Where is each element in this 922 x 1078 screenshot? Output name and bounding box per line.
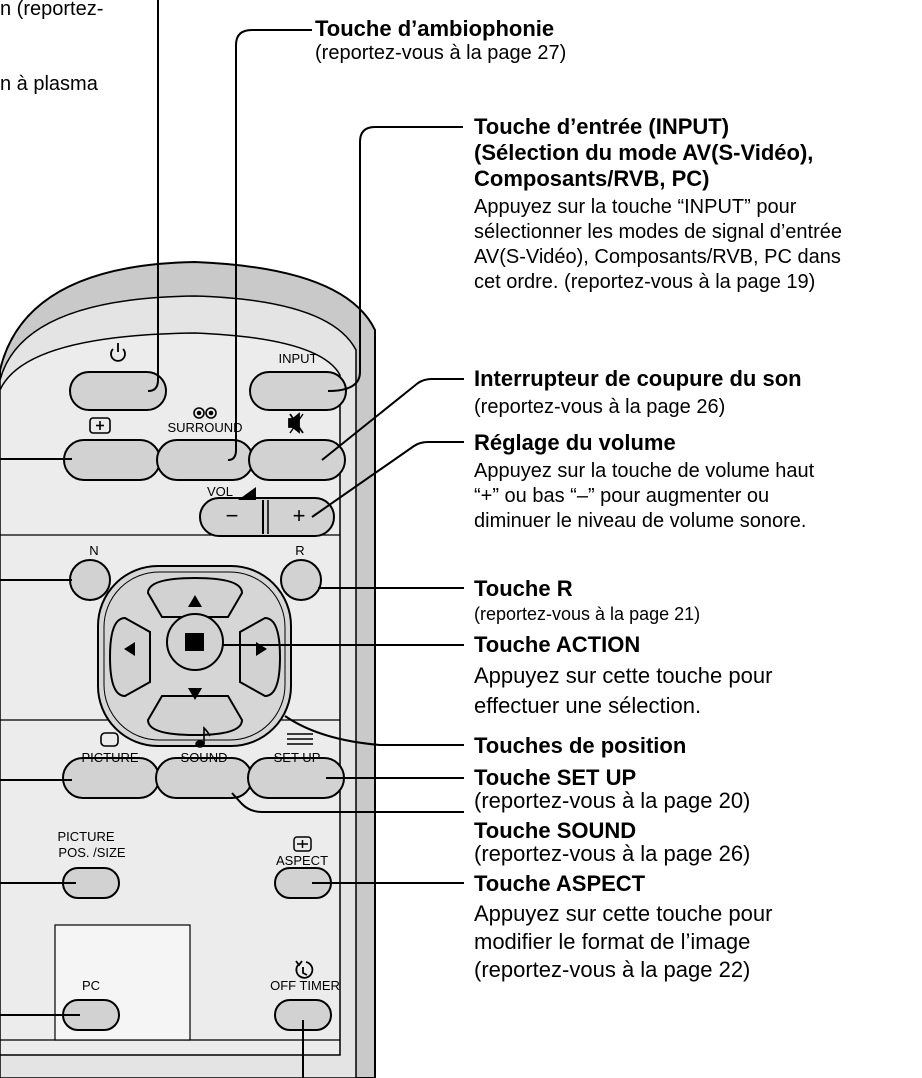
input-button[interactable] [249, 371, 347, 411]
display-icon [89, 417, 111, 434]
timer-icon [295, 960, 314, 979]
leader-input [327, 126, 463, 392]
position-callout-title: Touches de position [474, 733, 687, 758]
mute-callout-title: Interrupteur de coupure du son [474, 366, 802, 391]
aspect-callout-title: Touche ASPECT [474, 871, 646, 896]
dpad-left-button[interactable] [108, 616, 151, 698]
picture-label: PICTURE [81, 750, 139, 765]
aspect-callout-desc-2: modifier le format de l’image [474, 929, 751, 954]
surround-icon [193, 407, 217, 419]
setup-label: SET UP [273, 750, 321, 765]
mute-icon [288, 412, 304, 434]
setup-callout-ref: (reportez-vous à la page 20) [474, 788, 751, 813]
dpad-right-button[interactable] [239, 616, 282, 698]
picture-icon [100, 732, 119, 747]
picture-pos-label-1: PICTURE [57, 829, 115, 844]
input-callout-desc-3: AV(S-Vidéo), Composants/RVB, PC dans [474, 246, 841, 268]
input-callout-title-1: Touche d’entrée (INPUT) [474, 114, 730, 139]
clipped-text-line-1: n (reportez- [0, 0, 104, 20]
power-icon [110, 343, 126, 362]
up-arrow-icon [188, 595, 202, 607]
volume-callout-title: Réglage du volume [474, 430, 676, 455]
n-button[interactable] [69, 559, 111, 601]
r-label: R [295, 543, 305, 558]
vol-minus-label: − [225, 503, 239, 528]
display-button[interactable] [63, 439, 161, 481]
leader-volume [311, 441, 464, 518]
r-button[interactable] [280, 559, 322, 601]
mute-callout-ref: (reportez-vous à la page 26) [474, 396, 726, 418]
action-callout-title: Touche ACTION [474, 632, 641, 657]
leader-sound [231, 792, 464, 813]
off-timer-label: OFF TIMER [270, 978, 340, 993]
mute-button[interactable] [248, 439, 346, 481]
power-button[interactable] [69, 371, 167, 411]
input-callout-desc-2: sélectionner les modes de signal d’entré… [474, 221, 842, 243]
clipped-text-line-2: n à plasma [0, 73, 98, 95]
down-arrow-icon [188, 688, 202, 700]
left-arrow-icon [124, 642, 135, 656]
leader-surround [227, 29, 312, 461]
input-label: INPUT [278, 351, 318, 366]
vol-label: VOL [206, 484, 234, 499]
dpad-down-button[interactable] [146, 695, 244, 737]
stop-icon [185, 633, 204, 651]
volume-icon [238, 487, 256, 500]
surround-callout-ref: (reportez-vous à la page 27) [315, 42, 567, 64]
volume-callout-desc-2: “+” ou bas “–” pour augmenter ou [474, 485, 770, 507]
aspect-callout-desc-3: (reportez-vous à la page 22) [474, 957, 751, 982]
note-icon [195, 726, 211, 748]
vol-plus-label: + [292, 503, 306, 528]
picture-pos-label-2: POS. /SIZE [58, 845, 126, 860]
aspect-label: ASPECT [275, 853, 329, 868]
input-callout-desc-4: cet ordre. (reportez-vous à la page 19) [474, 271, 816, 293]
leader-mute [321, 378, 464, 461]
leader-position [284, 715, 464, 746]
action-callout-desc-2: effectuer une sélection. [474, 693, 702, 718]
leader-power [147, 0, 159, 392]
setup-callout-title: Touche SET UP [474, 765, 637, 790]
input-callout-title-2: (Sélection du mode AV(S-Vidéo), [474, 140, 814, 165]
volume-callout-desc-3: diminuer le niveau de volume sonore. [474, 510, 807, 532]
leader-lines [0, 0, 464, 1078]
r-callout-ref: (reportez-vous à la page 21) [474, 604, 701, 624]
surround-button[interactable] [156, 439, 254, 481]
sound-callout-title: Touche SOUND [474, 818, 637, 843]
surround-callout-title: Touche d’ambiophonie [315, 16, 555, 41]
input-callout-title-3: Composants/RVB, PC) [474, 166, 710, 191]
action-callout-desc-1: Appuyez sur cette touche pour [474, 663, 773, 688]
sound-label: SOUND [180, 750, 228, 765]
input-callout-desc-1: Appuyez sur la touche “INPUT” pour [474, 196, 797, 218]
aspect-icon [293, 836, 312, 852]
surround-label: SURROUND [167, 420, 243, 435]
aspect-callout-desc-1: Appuyez sur cette touche pour [474, 901, 773, 926]
volume-callout-desc-1: Appuyez sur la touche de volume haut [474, 460, 815, 482]
menu-icon [287, 733, 313, 745]
volume-rocker [199, 497, 335, 537]
pc-label: PC [81, 978, 101, 993]
r-callout-title: Touche R [474, 576, 573, 601]
sound-callout-ref: (reportez-vous à la page 26) [474, 841, 751, 866]
n-label: N [89, 543, 99, 558]
